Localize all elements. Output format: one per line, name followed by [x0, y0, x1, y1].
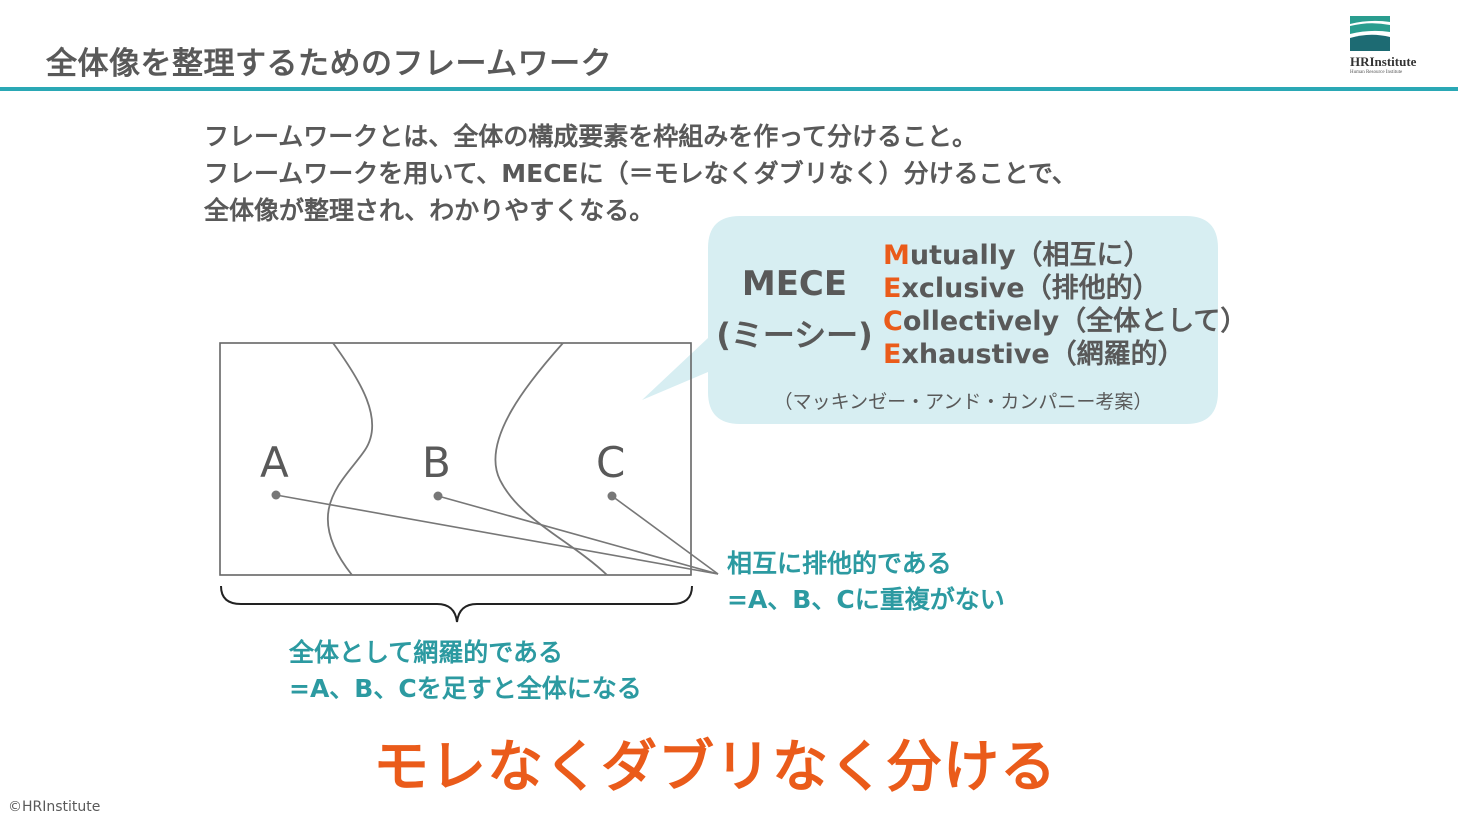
segment-label-a: A — [260, 438, 289, 487]
mece-term-mutually: Mutually（相互に） — [883, 233, 1151, 272]
term-initial: M — [883, 240, 910, 271]
whole-frame — [219, 342, 692, 576]
slide-title: 全体像を整理するためのフレームワーク — [46, 46, 613, 82]
mece-term-exclusive: Exclusive（排他的） — [883, 266, 1160, 305]
divider-curve-right — [494, 342, 608, 576]
pointer-line-b — [437, 495, 719, 575]
mece-term-collectively: Collectively（全体として） — [883, 299, 1247, 338]
dot-c — [607, 491, 617, 501]
mece-speech-bubble — [642, 216, 1218, 424]
term-rest: xclusive（排他的） — [901, 273, 1160, 304]
intro-line-3: 全体像が整理され、わかりやすくなる。 — [204, 196, 655, 225]
exhaustive-note-line-1: 全体として網羅的である — [289, 638, 564, 667]
mece-attribution: （マッキンゼー・アンド・カンパニー考案） — [773, 391, 1153, 413]
term-initial: E — [883, 273, 902, 304]
dot-b — [433, 491, 443, 501]
term-initial: C — [883, 306, 903, 337]
mece-term-exhaustive: Exhaustive（網羅的） — [883, 332, 1185, 371]
exhaustive-note-line-2: =A、B、Cを足すと全体になる — [289, 674, 642, 703]
hrinstitute-logo-icon — [1350, 16, 1390, 51]
pointer-line-c — [611, 495, 719, 575]
segment-label-c: C — [596, 438, 626, 487]
exclusive-note-line-2: =A、B、Cに重複がない — [727, 585, 1005, 614]
term-rest: utually（相互に） — [909, 240, 1151, 271]
title-rule — [0, 87, 1458, 91]
logo-subtitle: Human Resource Institute — [1350, 70, 1403, 75]
copyright: ©HRInstitute — [8, 799, 101, 815]
exclusive-note-line-1: 相互に排他的である — [727, 549, 952, 578]
term-initial: E — [883, 339, 902, 370]
term-rest: xhaustive（網羅的） — [901, 339, 1185, 370]
dot-a — [271, 490, 281, 500]
whole-brace — [220, 585, 693, 623]
conclusion-text: モレなくダブリなく分ける — [373, 735, 1057, 800]
pointer-line-a — [275, 494, 719, 575]
term-rest: ollectively（全体として） — [902, 306, 1248, 337]
divider-curve-left — [326, 342, 374, 576]
intro-line-2: フレームワークを用いて、MECEに（＝モレなくダブリなく）分けることで、 — [204, 159, 1077, 188]
intro-line-1: フレームワークとは、全体の構成要素を枠組みを作って分けること。 — [204, 122, 978, 151]
mece-reading: (ミーシー) — [716, 316, 873, 354]
logo-name: HRInstitute — [1350, 54, 1417, 69]
segment-label-b: B — [422, 438, 451, 487]
mece-word: MECE — [741, 264, 848, 304]
